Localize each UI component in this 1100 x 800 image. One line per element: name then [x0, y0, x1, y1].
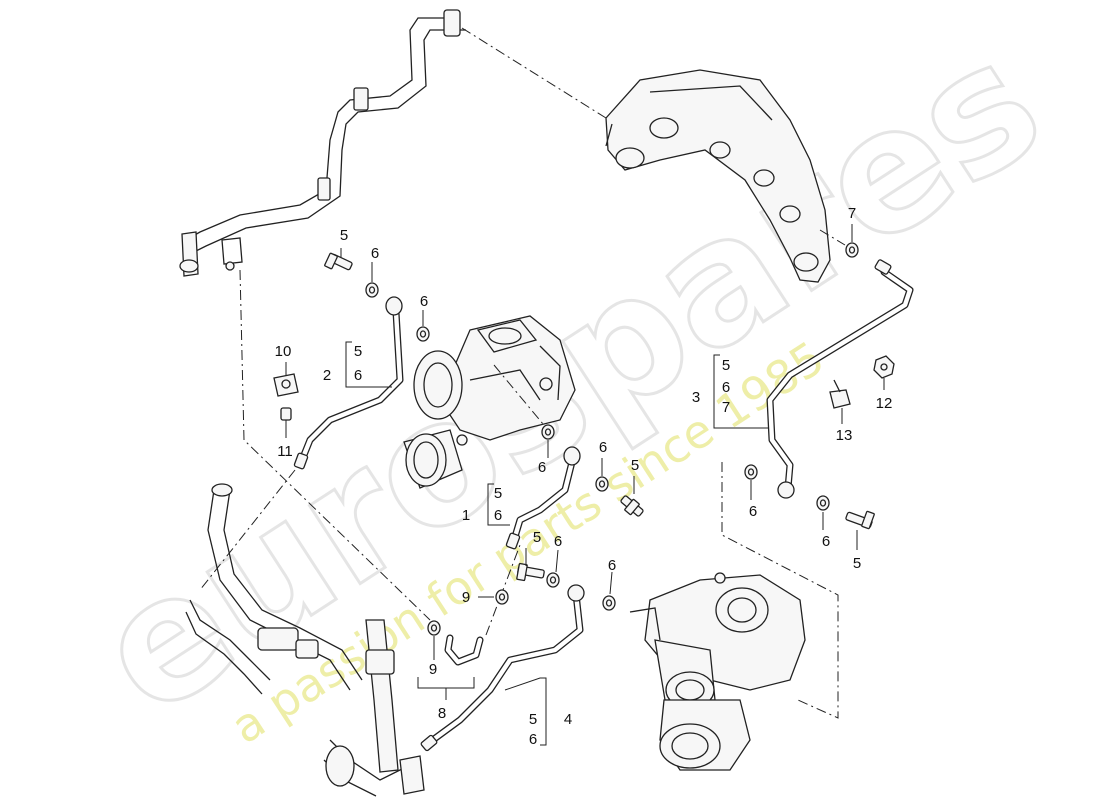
callout-6-low-b: 6: [608, 557, 616, 574]
washer-6-mid-a: [541, 424, 555, 440]
callout-6-mid-a: 6: [538, 459, 546, 476]
callout-2-6: 6: [354, 367, 362, 384]
callout-6-right-b: 6: [822, 533, 830, 550]
bracket-10: [273, 373, 299, 397]
bolt-5-top: [324, 252, 353, 271]
callout-5-right: 5: [853, 555, 861, 572]
washer-6-right-b: [816, 495, 830, 511]
bolt-5-low: [516, 562, 545, 582]
callout-1-5: 5: [494, 485, 502, 502]
callout-6-right-a: 6: [749, 503, 757, 520]
callout-5-mid: 5: [631, 457, 639, 474]
ring-9-b: [427, 620, 441, 636]
callout-5-low: 5: [533, 529, 541, 546]
washer-6-top-a: [365, 282, 379, 298]
clamp-13: [829, 379, 851, 409]
callout-labels: 5 6 6 10 11 2 5 6 7 3 5 6 7 12 13 6 6 5 …: [275, 205, 893, 748]
callout-6-low-a: 6: [554, 533, 562, 550]
washer-6-low-a: [546, 572, 560, 588]
callout-6-mid-b: 6: [599, 439, 607, 456]
nut-11: [280, 407, 292, 421]
callout-4: 4: [564, 711, 572, 728]
washer-6-mid-b: [595, 476, 609, 492]
oil-lines: [293, 259, 914, 752]
callout-3-6: 6: [722, 379, 730, 396]
leader-lines: [285, 224, 885, 746]
washer-6-right-a: [744, 464, 758, 480]
bolt-5-right: [845, 510, 875, 530]
washer-6-top-b: [416, 326, 430, 342]
callout-12: 12: [876, 395, 893, 412]
bolt-5-mid: [620, 495, 644, 517]
callout-6-top-b: 6: [420, 293, 428, 310]
ring-9-a: [495, 589, 509, 605]
callout-9-a: 9: [462, 589, 470, 606]
turbocharger-center: [403, 315, 576, 489]
exhaust-manifold: [605, 69, 831, 283]
fasteners: [273, 242, 895, 636]
callout-10: 10: [275, 343, 292, 360]
callout-1-6: 6: [494, 507, 502, 524]
callout-4-6: 6: [529, 731, 537, 748]
callout-5-top: 5: [340, 227, 348, 244]
nut-12: [873, 355, 895, 379]
callout-13: 13: [836, 427, 853, 444]
washer-7: [845, 242, 859, 258]
callout-9-b: 9: [429, 661, 437, 678]
callout-3: 3: [692, 389, 700, 406]
washer-6-low-b: [602, 595, 616, 611]
coolant-hoses-lower: [185, 483, 425, 797]
callout-6-top-a: 6: [371, 245, 379, 262]
callout-4-5: 5: [529, 711, 537, 728]
callout-1: 1: [462, 507, 470, 524]
callout-8: 8: [438, 705, 446, 722]
coolant-pipe: [179, 9, 466, 277]
callout-3-5: 5: [722, 357, 730, 374]
callout-11: 11: [277, 443, 293, 460]
callout-3-7: 7: [722, 399, 730, 416]
callout-7: 7: [848, 205, 856, 222]
callout-2-5: 5: [354, 343, 362, 360]
callout-2: 2: [323, 367, 331, 384]
turbocharger-lower: [629, 572, 806, 771]
